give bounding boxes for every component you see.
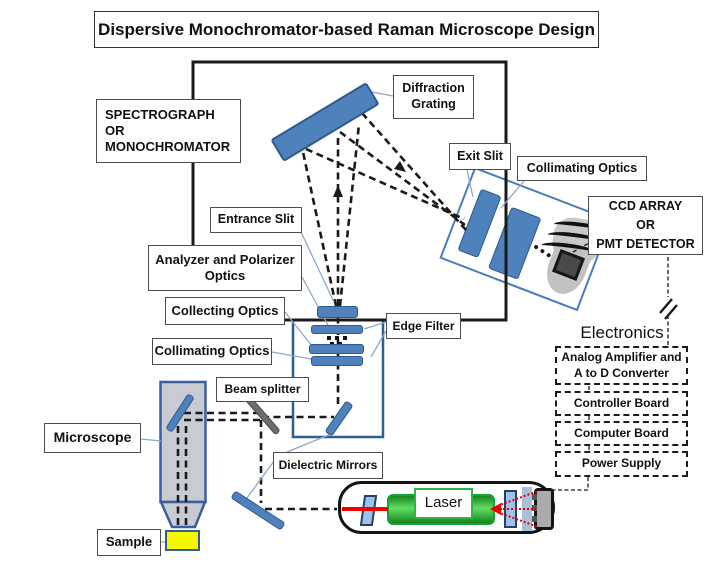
computer-board-box: Computer Board [555,421,688,446]
microscope-label: Microscope [44,423,141,453]
label-leader-lines [140,91,525,543]
ccd-detector-label: CCD ARRAY OR PMT DETECTOR [588,196,703,255]
dielectric-mirrors-label: Dielectric Mirrors [273,452,383,479]
diffraction-grating-label: Diffraction Grating [393,75,474,119]
analog-amplifier-box: Analog Amplifier and A to D Converter [555,346,688,385]
entrance-slit [317,306,358,318]
analyzer-polarizer-label: Analyzer and Polarizer Optics [148,245,302,291]
sample-stage [165,530,200,551]
controller-board-box: Controller Board [555,391,688,416]
red-dotted-fan-mid [500,508,536,510]
beam-arrow-diffracted [394,161,406,172]
collimating-optics-element [311,356,363,366]
entrance-slit-label: Entrance Slit [210,207,302,233]
microscope-objective [159,500,207,529]
edge-filter-label: Edge Filter [386,313,461,339]
beam-splitter-label: Beam splitter [216,377,309,402]
edge-filter-element [311,325,363,334]
page-title: Dispersive Monochromator-based Raman Mic… [94,11,599,48]
electronics-heading: Electronics [580,323,664,343]
collecting-optics-element [309,344,364,354]
red-arrow-left [490,503,501,515]
photodiode-pin [532,494,537,500]
spectrograph-label: SPECTROGRAPH OR MONOCHROMATOR [96,99,241,163]
photodiode-pin [532,516,537,522]
collecting-optics-label: Collecting Optics [165,297,285,325]
power-supply-box: Power Supply [555,451,688,477]
polarizer-dot [327,336,331,340]
polarizer-dot [335,336,339,340]
laser-label: Laser [414,488,473,519]
exit-slit-label: Exit Slit [449,143,511,170]
beam-paths [176,112,467,529]
collimating-optics-detector-label: Collimating Optics [517,156,647,181]
electrical-connectors [552,242,669,491]
sample-label: Sample [97,529,161,556]
laser-beam-red [342,507,388,511]
beam-arrow-up [333,185,343,197]
cable-break-icon [659,298,678,320]
collimating-optics-label: Collimating Optics [152,338,272,365]
laser-photodiode [534,488,554,530]
polarizer-dot [343,336,347,340]
